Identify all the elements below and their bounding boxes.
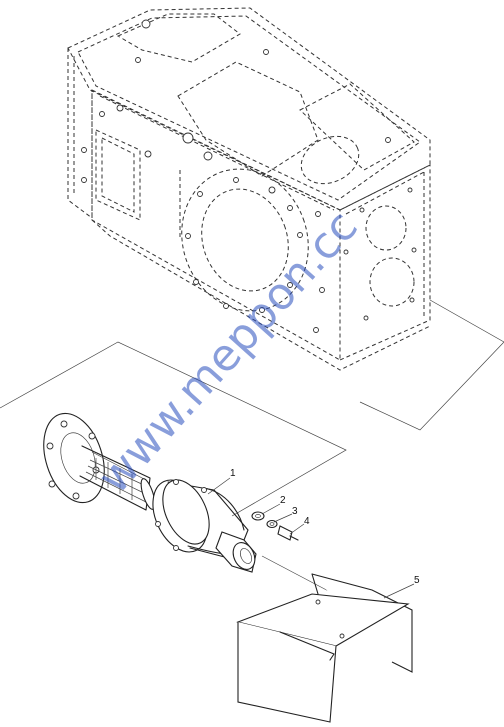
pto-cover-assembly xyxy=(152,479,257,573)
callout-4: 4 xyxy=(304,516,310,527)
pto-shield xyxy=(236,573,413,723)
callout-leaders xyxy=(207,477,415,599)
callout-3: 3 xyxy=(292,506,298,517)
bolt xyxy=(277,525,299,541)
reference-plane-lower xyxy=(0,341,347,517)
callout-2: 2 xyxy=(280,495,286,506)
washer xyxy=(251,511,265,521)
lock-washer xyxy=(266,519,278,529)
callout-5: 5 xyxy=(414,575,420,586)
transmission-housing xyxy=(67,7,431,371)
splined-flange-shaft xyxy=(43,412,156,511)
callout-1: 1 xyxy=(230,468,236,479)
reference-plane-upper xyxy=(359,299,504,431)
